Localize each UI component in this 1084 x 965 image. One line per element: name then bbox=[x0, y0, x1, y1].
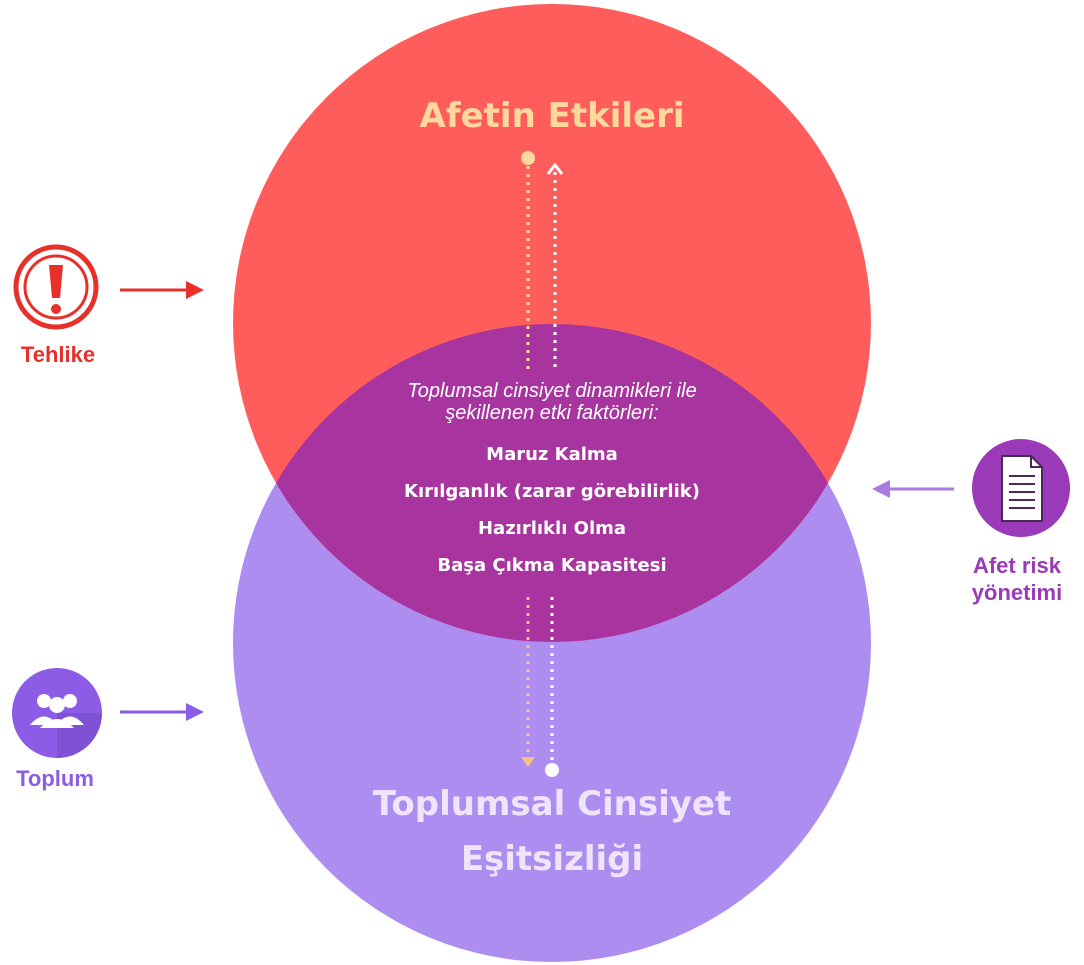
hazard-input: Tehlike bbox=[13, 244, 204, 367]
bottom-circle-title-line1: Toplumsal Cinsiyet bbox=[373, 784, 732, 824]
factor-vulnerability: Kırılganlık (zarar görebilirlik) bbox=[404, 481, 700, 502]
drm-arrow bbox=[872, 480, 954, 498]
society-label: Toplum bbox=[16, 766, 94, 791]
bottom-circle-title-line2: Eşitsizliği bbox=[461, 839, 643, 879]
overlap-intro-line1: Toplumsal cinsiyet dinamikleri ile bbox=[407, 380, 696, 402]
factor-exposure: Maruz Kalma bbox=[486, 444, 618, 465]
upper-arrow-head bbox=[546, 162, 564, 175]
society-arrow bbox=[120, 703, 204, 721]
overlap-intro-line2: şekillenen etki faktörleri: bbox=[445, 402, 658, 424]
overlap-region bbox=[233, 324, 871, 642]
upper-connector bbox=[521, 151, 564, 372]
people-group-icon bbox=[12, 668, 102, 758]
society-input: Toplum bbox=[12, 668, 204, 791]
upper-connector-dot bbox=[521, 151, 535, 165]
hazard-label: Tehlike bbox=[21, 342, 95, 367]
hazard-arrow bbox=[120, 281, 204, 299]
factor-coping-capacity: Başa Çıkma Kapasitesi bbox=[437, 555, 666, 576]
exclamation-warning-icon bbox=[13, 244, 99, 330]
lower-connector-dot bbox=[545, 763, 559, 777]
top-circle-title: Afetin Etkileri bbox=[420, 96, 685, 136]
factor-preparedness: Hazırlıklı Olma bbox=[478, 518, 626, 539]
drm-label-line1: Afet risk bbox=[973, 553, 1062, 578]
lower-arrow-head bbox=[521, 757, 535, 767]
lower-connector bbox=[521, 597, 559, 777]
drm-input: Afet risk yönetimi bbox=[872, 439, 1070, 605]
document-icon bbox=[972, 439, 1070, 537]
drm-label-line2: yönetimi bbox=[972, 580, 1062, 605]
